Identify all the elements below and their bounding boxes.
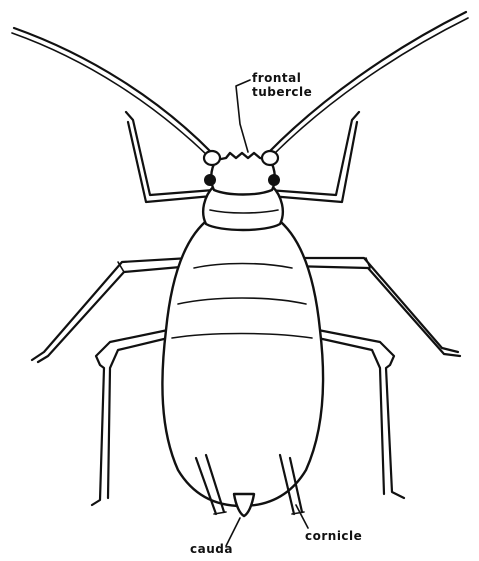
left-eye [204,174,216,186]
frontal-tubercle-label: frontal [252,71,301,85]
cauda-label: cauda [190,542,233,556]
frontal-tubercle-pointer [236,80,250,152]
aphid-abdomen [162,218,323,506]
right-eye [268,174,280,186]
left-hind-leg [92,330,168,505]
frontal-tubercle-label-line2: tubercle [252,85,312,99]
cornicle-label: cornicle [305,529,362,543]
left-front-leg [126,112,214,202]
cauda-shape [234,494,254,516]
right-front-leg [268,112,359,202]
left-antenna-base [204,151,220,165]
left-antenna-inner [12,33,208,156]
right-hind-leg [318,330,404,498]
left-antenna [14,28,212,153]
right-antenna-base [262,151,278,165]
